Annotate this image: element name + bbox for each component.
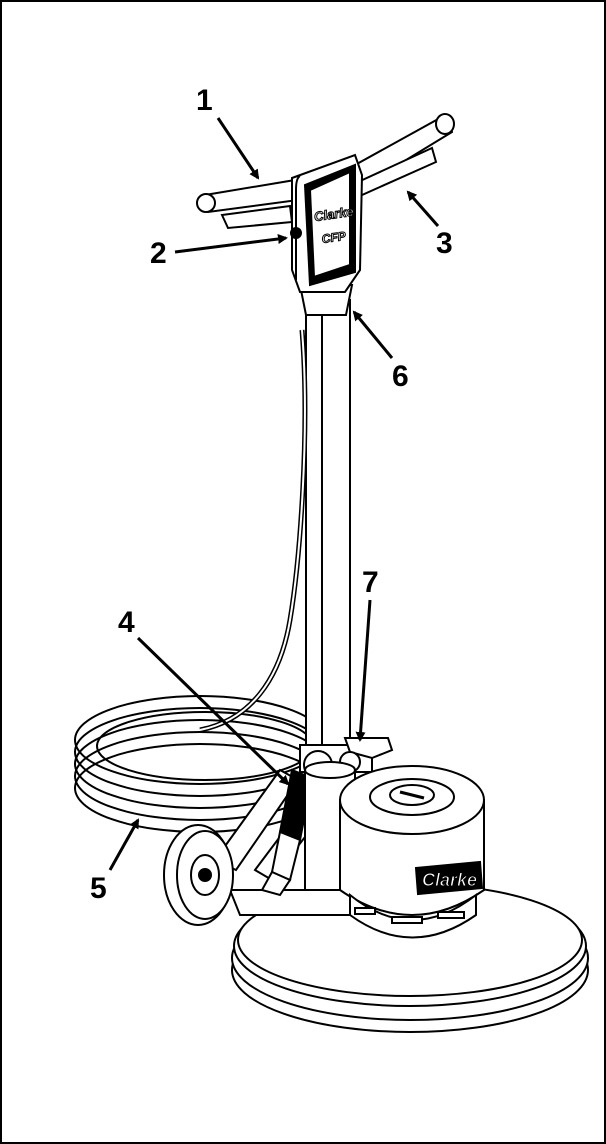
transport-wheel [163,824,234,926]
callout-label-1: 1 [196,84,213,117]
callout-arrow-6 [352,310,394,359]
motor-logo-plate: Clarke [414,860,484,896]
callout-label-3: 3 [436,227,453,260]
pad-driver-base [231,883,589,1033]
handle-tube [298,284,354,761]
head-model-text: CFP [321,229,348,246]
callout-arrow-7 [355,599,372,742]
head-logo-text: Clarke [313,204,354,224]
callout-label-2: 2 [150,237,167,270]
control-head: Clarke CFP [290,153,364,293]
handlebar-right [353,113,455,187]
callout-label-4: 4 [118,606,135,639]
motor-logo-text: Clarke [422,870,477,890]
motor-housing [339,765,485,939]
power-cord [199,329,308,733]
callout-label-5: 5 [90,872,107,905]
callout-label-7: 7 [362,566,379,599]
callout-arrow-1 [216,117,260,180]
callout-label-6: 6 [392,360,409,393]
callout-arrow-5 [108,818,140,871]
callout-arrow-3 [406,190,440,227]
callout-arrow-4 [136,636,290,786]
callout-arrow-2 [174,234,288,254]
